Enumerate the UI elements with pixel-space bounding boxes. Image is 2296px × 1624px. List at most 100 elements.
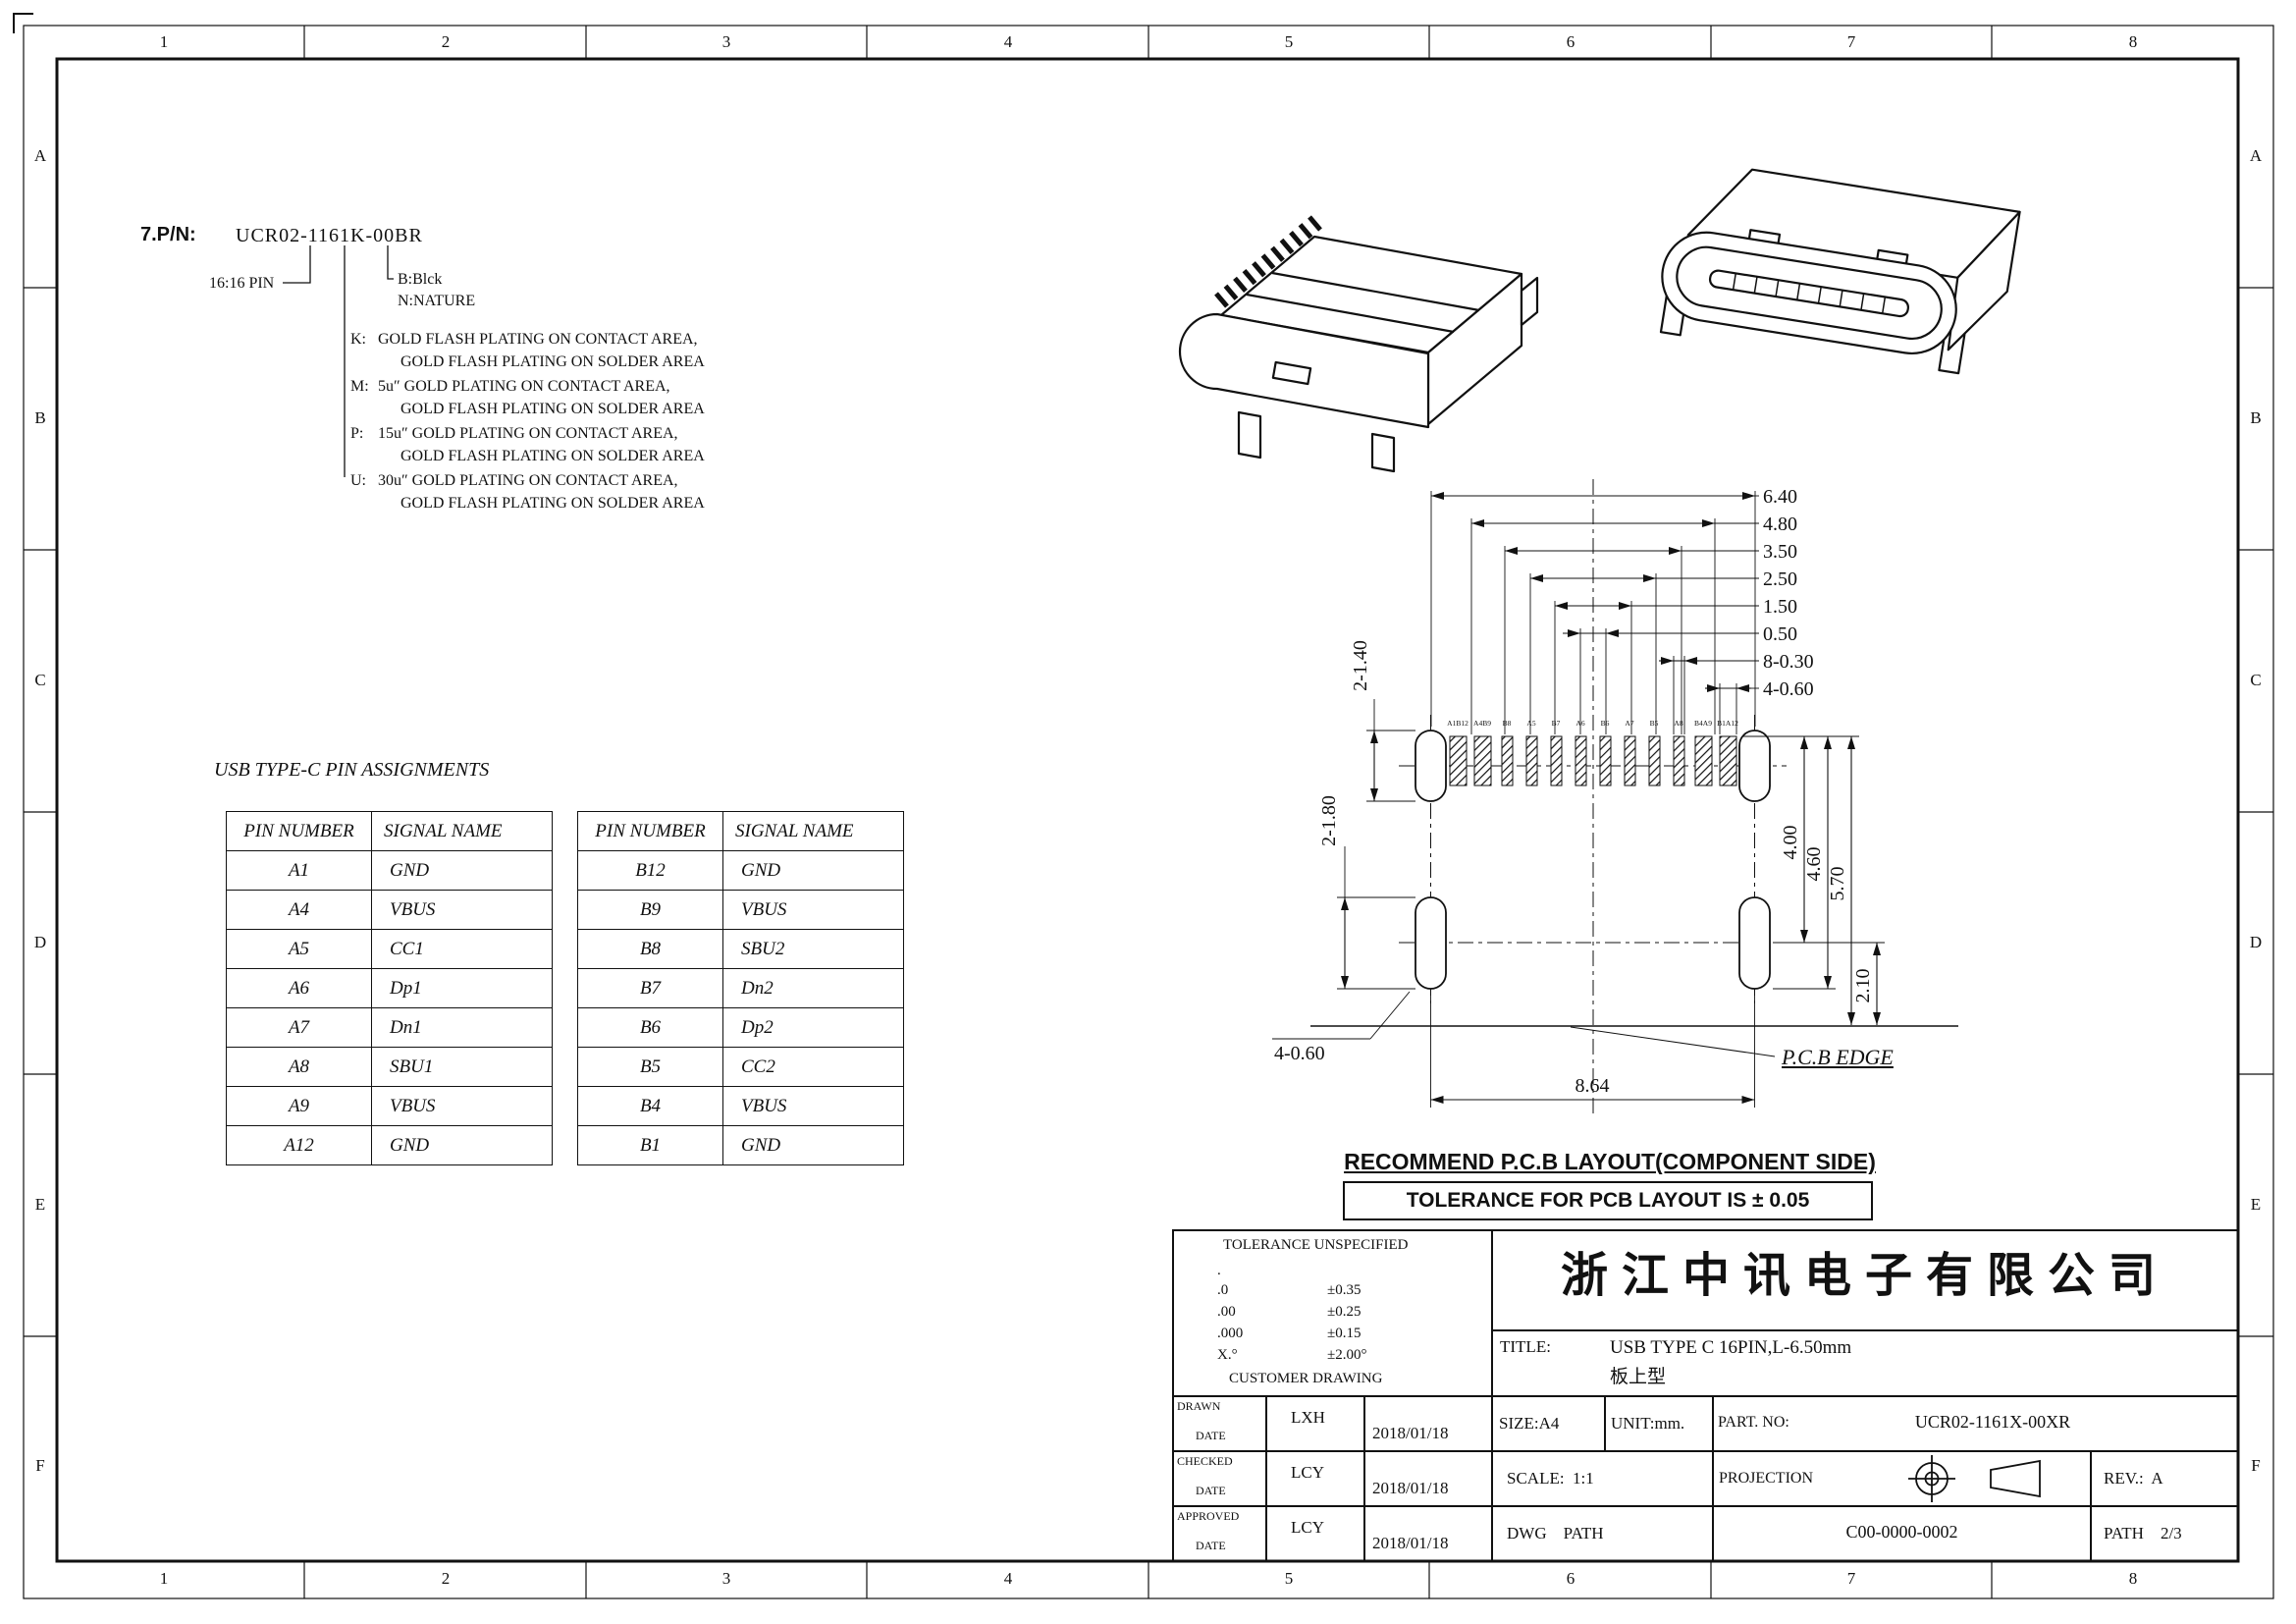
pad — [1525, 735, 1538, 786]
date-label: DATE — [1196, 1484, 1226, 1497]
company-name: 浙江中讯电子有限公司 — [1560, 1250, 2169, 1302]
pad-label: B4A9 — [1694, 719, 1712, 728]
zone-col-label: 3 — [721, 32, 731, 51]
date-label: DATE — [1196, 1429, 1226, 1442]
pad — [1599, 735, 1612, 786]
checked-label: CHECKED — [1177, 1454, 1233, 1468]
zone-col-label: 3 — [721, 1569, 731, 1588]
left-view-leg — [1237, 410, 1262, 460]
plating-line: 15u″ GOLD PLATING ON CONTACT AREA, — [378, 425, 678, 442]
tolerance-title: TOLERANCE UNSPECIFIED — [1223, 1237, 1409, 1253]
iso-view-left — [1178, 215, 1539, 473]
pad-label: A7 — [1625, 719, 1633, 728]
pad-label: B7 — [1552, 719, 1561, 728]
dim-4x0-60-bottom: 4-0.60 — [1274, 1043, 1325, 1064]
approved-name: LCY — [1291, 1518, 1324, 1537]
projection-cone-icon — [1990, 1459, 2041, 1498]
date-label: DATE — [1196, 1539, 1226, 1552]
dwg-number: C00-0000-0002 — [1845, 1522, 1958, 1542]
col-header-signal-name: SIGNAL NAME — [722, 811, 904, 852]
zone-col-label: 6 — [1566, 32, 1575, 51]
zone-col-label: 7 — [1846, 32, 1856, 51]
dim-4-60: 4.60 — [1803, 847, 1825, 882]
customer-drawing-label: CUSTOMER DRAWING — [1229, 1371, 1383, 1386]
dim-8x0-30: 8-0.30 — [1763, 651, 1814, 673]
oval-holes — [1415, 730, 1771, 990]
pad — [1719, 735, 1737, 786]
zone-row-label: D — [2249, 933, 2263, 951]
pad — [1648, 735, 1661, 786]
col-header-pin-number: PIN NUMBER — [226, 811, 372, 852]
tolerance-value: ±0.15 — [1327, 1326, 1362, 1341]
zone-col-label: 4 — [1003, 1569, 1013, 1588]
tolerance-place: X.° — [1217, 1347, 1238, 1363]
zone-row-label: B — [34, 408, 46, 427]
right-view-contacts — [1732, 273, 1887, 314]
drawing-title-line2: 板上型 — [1610, 1367, 1667, 1387]
unit-field: UNIT:mm. — [1611, 1414, 1685, 1433]
zone-col-label: 2 — [441, 1569, 451, 1588]
part-no-label: PART. NO: — [1718, 1414, 1789, 1431]
iso-view-right — [1659, 168, 2021, 375]
color-code-b: B:Blck — [398, 271, 443, 288]
plating-line: GOLD FLASH PLATING ON SOLDER AREA — [400, 495, 705, 512]
dimension-lines — [1341, 492, 1881, 1104]
dim-4x0-60-top: 4-0.60 — [1763, 678, 1814, 700]
zone-col-label: 7 — [1846, 1569, 1856, 1588]
zone-col-label: 1 — [159, 32, 169, 51]
pin-count-note: 16:16 PIN — [209, 275, 275, 292]
pcb-layout-drawing: A1B12 A4B9 B8 A5 B7 A6 B6 A7 B5 A8 B4A9 … — [1272, 479, 1958, 1114]
pad — [1673, 735, 1685, 786]
tolerance-place: .00 — [1217, 1304, 1236, 1320]
dim-2-50: 2.50 — [1763, 568, 1797, 590]
centerlines — [1399, 479, 1787, 1114]
pad-label: B8 — [1503, 719, 1512, 728]
dim-3-50: 3.50 — [1763, 541, 1797, 563]
pn-annotation-lines — [283, 245, 394, 477]
solder-pads — [1449, 735, 1737, 786]
size-field: SIZE:A4 — [1499, 1414, 1560, 1433]
projection-symbol — [1908, 1455, 2041, 1502]
zone-col-label: 6 — [1566, 1569, 1575, 1588]
oval-hole — [1738, 730, 1771, 802]
approved-label: APPROVED — [1177, 1509, 1240, 1523]
plating-line: 30u″ GOLD PLATING ON CONTACT AREA, — [378, 472, 678, 489]
drawn-date: 2018/01/18 — [1372, 1424, 1449, 1442]
pad — [1694, 735, 1713, 786]
left-view-spring-tab — [1271, 360, 1312, 386]
zone-row-label: F — [35, 1456, 45, 1475]
recommend-layout-title: RECOMMEND P.C.B LAYOUT(COMPONENT SIDE) — [1344, 1149, 1876, 1174]
page-field: PATH 2/3 — [2104, 1524, 2182, 1543]
zone-col-label: 2 — [441, 32, 451, 51]
zone-row-label: B — [2250, 408, 2262, 427]
pad-label: B5 — [1650, 719, 1659, 728]
zone-col-label: 8 — [2128, 32, 2138, 51]
pad — [1624, 735, 1636, 786]
rev-field: REV.: A — [2104, 1469, 2163, 1488]
pad-label: A8 — [1674, 719, 1682, 728]
pad — [1473, 735, 1492, 786]
tolerance-value: ±2.00° — [1327, 1347, 1367, 1363]
color-code-n: N:NATURE — [398, 293, 476, 309]
drawing-title-line1: USB TYPE C 16PIN,L-6.50mm — [1610, 1337, 1852, 1358]
col-header-pin-number: PIN NUMBER — [577, 811, 723, 852]
dim-1-50: 1.50 — [1763, 596, 1797, 618]
tolerance-place: . — [1217, 1263, 1221, 1278]
pcb-edge-label: P.C.B EDGE — [1782, 1045, 1894, 1069]
dim-4-00: 4.00 — [1780, 826, 1801, 860]
plating-key: M: — [350, 378, 369, 395]
left-view-leg — [1370, 432, 1396, 473]
plating-line: GOLD FLASH PLATING ON SOLDER AREA — [400, 448, 705, 464]
zone-col-label: 8 — [2128, 1569, 2138, 1588]
